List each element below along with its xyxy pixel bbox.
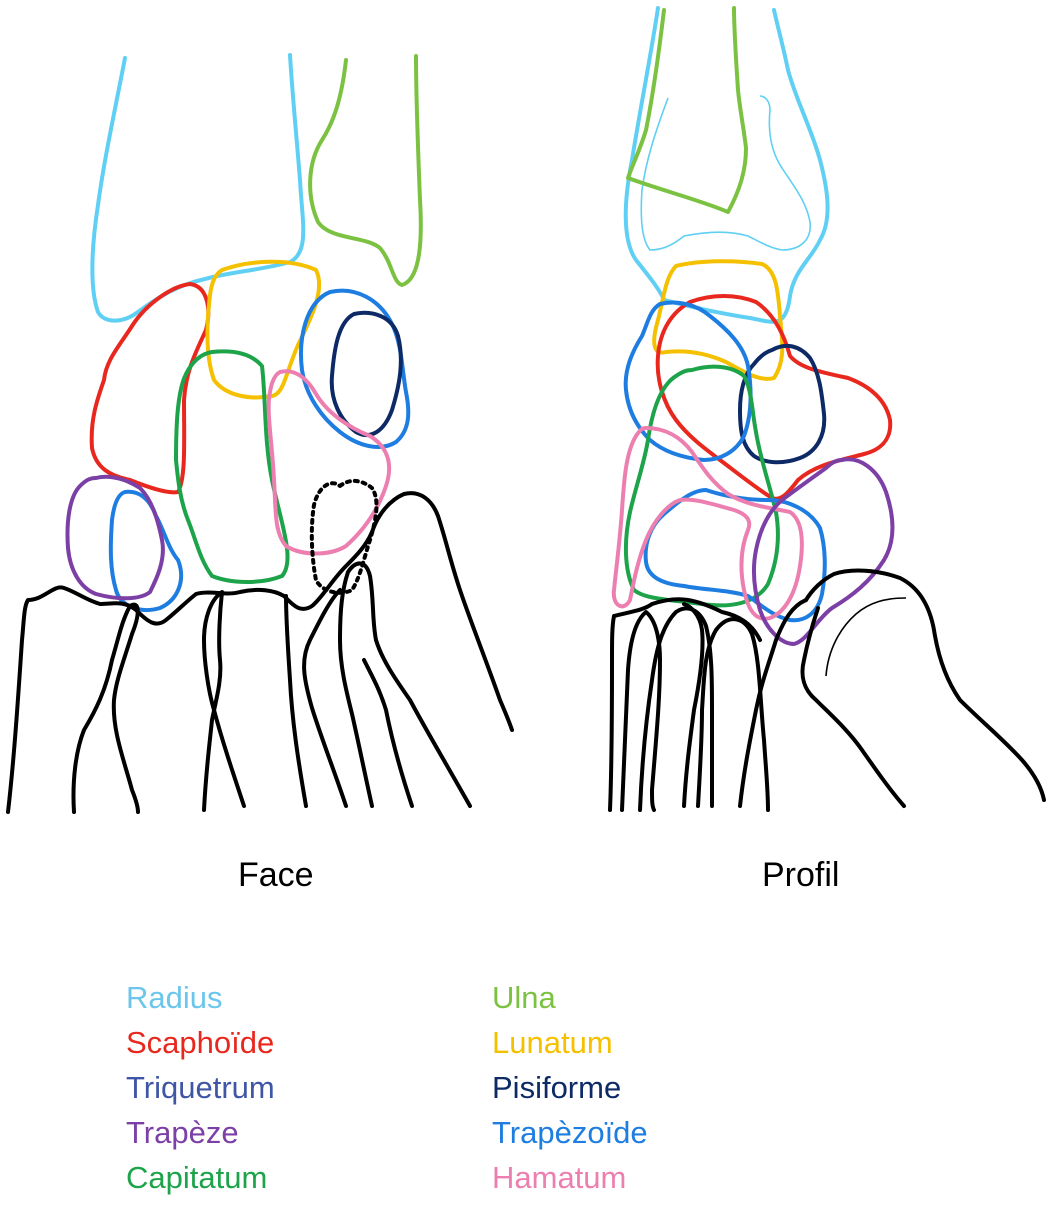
face-view-label: Face: [238, 856, 314, 894]
face-trapezoide: [108, 489, 184, 612]
legend-capitatum: Capitatum: [126, 1160, 268, 1195]
profil-triquetrum: [623, 300, 753, 462]
face-hook-dotted: [309, 479, 379, 595]
profil-metacarpals: [608, 568, 1046, 812]
legend-ulna: Ulna: [492, 980, 556, 1015]
face-pisiforme: [329, 310, 403, 438]
face-hamatum: [266, 369, 392, 556]
profil-trapeze: [751, 457, 895, 646]
legend-triquetrum: Triquetrum: [126, 1070, 275, 1105]
legend-pisiforme: Pisiforme: [492, 1070, 622, 1105]
profil-view-label: Profil: [762, 856, 840, 894]
profil-view: [608, 6, 1046, 812]
face-ulna: [308, 54, 423, 287]
profil-ulna: [626, 6, 748, 214]
legend-hamatum: Hamatum: [492, 1160, 627, 1195]
profil-radius-inner-left: [640, 95, 811, 251]
face-view: [6, 53, 514, 814]
profil-pisiforme: [738, 343, 827, 465]
face-capitatum: [174, 349, 290, 584]
legend-trapezoide: Trapèzoïde: [492, 1115, 648, 1150]
legend-lunatum: Lunatum: [492, 1025, 613, 1060]
profil-radius: [623, 6, 830, 324]
face-radius: [90, 53, 306, 323]
face-trapeze: [65, 474, 165, 601]
legend-scaphoide: Scaphoïde: [126, 1025, 275, 1060]
profil-hamatum: [611, 426, 804, 621]
legend-radius: Radius: [126, 980, 223, 1015]
legend-trapeze: Trapèze: [126, 1115, 239, 1150]
face-lunatum: [205, 259, 322, 400]
profil-sesamoid-line: [825, 597, 907, 677]
face-metacarpals: [6, 491, 514, 814]
profil-scaphoide: [655, 294, 893, 501]
face-scaphoide: [89, 282, 211, 495]
profil-lunatum: [652, 259, 785, 381]
